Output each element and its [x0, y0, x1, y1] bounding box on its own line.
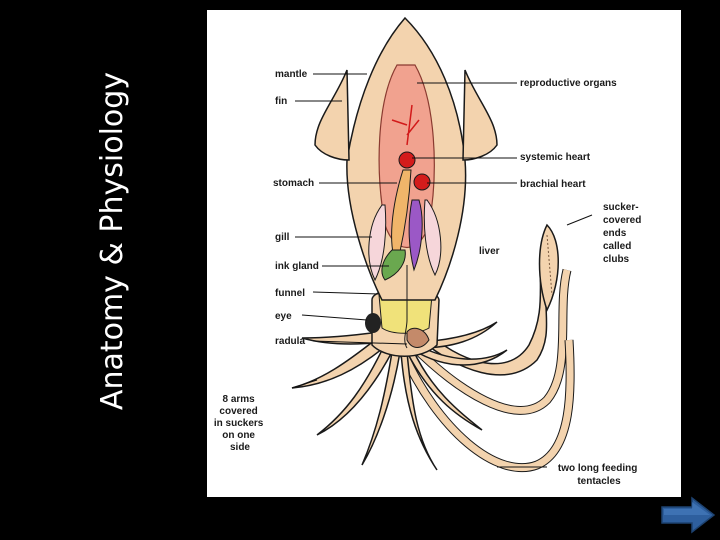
label-radula: radula [275, 336, 305, 347]
leader-lines [291, 73, 593, 468]
label-mantle: mantle [275, 69, 308, 80]
next-slide-button[interactable] [660, 496, 716, 534]
label-stomach: stomach [273, 178, 314, 189]
squid-eye [365, 313, 381, 333]
squid-illustration: mantle fin stomach gill ink gland funnel… [214, 16, 644, 487]
slide-title: Anatomy & Physiology [95, 71, 130, 411]
label-ink-gland: ink gland [275, 261, 319, 272]
squid-mantle [314, 16, 498, 349]
label-gill: gill [275, 232, 290, 243]
right-arrow-icon [661, 496, 716, 534]
label-arms: 8 arms covered in suckers on one side [214, 394, 266, 453]
label-reproductive-organs: reproductive organs [520, 78, 617, 89]
label-brachial-heart: brachial heart [520, 179, 586, 190]
label-tentacles: two long feeding tentacles [558, 463, 640, 487]
label-systemic-heart: systemic heart [520, 152, 591, 163]
squid-anatomy-diagram: mantle fin stomach gill ink gland funnel… [207, 10, 681, 497]
label-eye: eye [275, 311, 292, 322]
label-sucker-ends: sucker- covered ends called clubs [603, 202, 644, 265]
label-funnel: funnel [275, 288, 305, 299]
label-fin: fin [275, 96, 287, 107]
label-liver: liver [479, 246, 500, 257]
squid-head [365, 287, 440, 357]
diagram-labels: mantle fin stomach gill ink gland funnel… [214, 69, 644, 487]
feeding-tentacles [397, 223, 575, 473]
